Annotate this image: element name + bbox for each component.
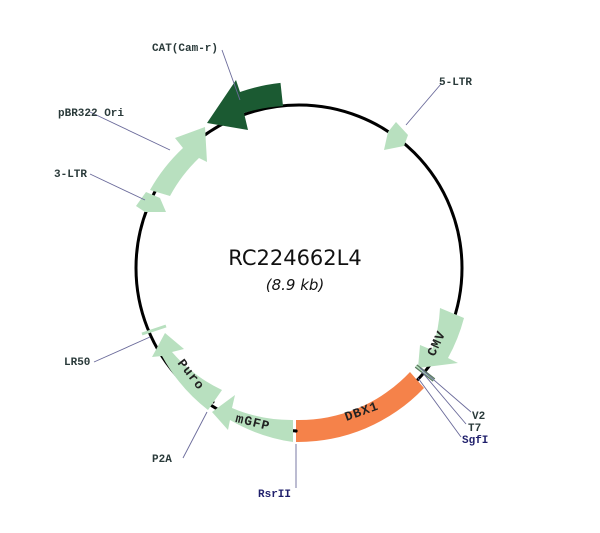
- leader-lines: [89, 49, 472, 488]
- plasmid-size: (8.9 kb): [266, 276, 325, 294]
- dbx1-arc-shape: [296, 372, 424, 443]
- rsrii-label: RsrII: [258, 489, 291, 501]
- mgfp-arrow-shape: [212, 395, 293, 442]
- five-ltr-arrow-shape: [384, 122, 408, 150]
- p2a-label: P2A: [152, 454, 172, 466]
- pbr322-ori-arrow-shape: [150, 127, 207, 196]
- puro-arrow-shape: [152, 333, 222, 410]
- t7-label: T7: [468, 423, 481, 435]
- feature-cmv[interactable]: CMV: [418, 308, 464, 368]
- sgfi-label: SgfI: [462, 435, 488, 447]
- pbr322-ori-label: pBR322 Ori: [58, 108, 124, 120]
- three-ltr-arrow-shape: [136, 192, 166, 212]
- feature-mgfp[interactable]: mGFP: [212, 395, 293, 442]
- plasmid-name: RC224662L4: [228, 246, 361, 270]
- lr50-tick: [141, 324, 167, 336]
- feature-dbx1[interactable]: DBX1: [296, 372, 424, 443]
- feature-3-ltr[interactable]: [136, 192, 166, 212]
- feature-5-ltr[interactable]: [384, 122, 408, 150]
- cat-cam-r-label: CAT(Cam-r): [152, 43, 218, 55]
- feature-cat[interactable]: [207, 80, 283, 130]
- lr50-label: LR50: [64, 357, 90, 369]
- rsrii-dot: [294, 429, 298, 433]
- cmv-arrow-shape: [418, 308, 464, 368]
- five-ltr-label: 5-LTR: [439, 77, 472, 89]
- cat-arrow-shape: [207, 80, 283, 130]
- v2-label: V2: [472, 411, 485, 423]
- feature-puro[interactable]: Puro: [152, 333, 222, 410]
- feature-pbr322-ori[interactable]: [150, 127, 207, 196]
- three-ltr-label: 3-LTR: [54, 169, 87, 181]
